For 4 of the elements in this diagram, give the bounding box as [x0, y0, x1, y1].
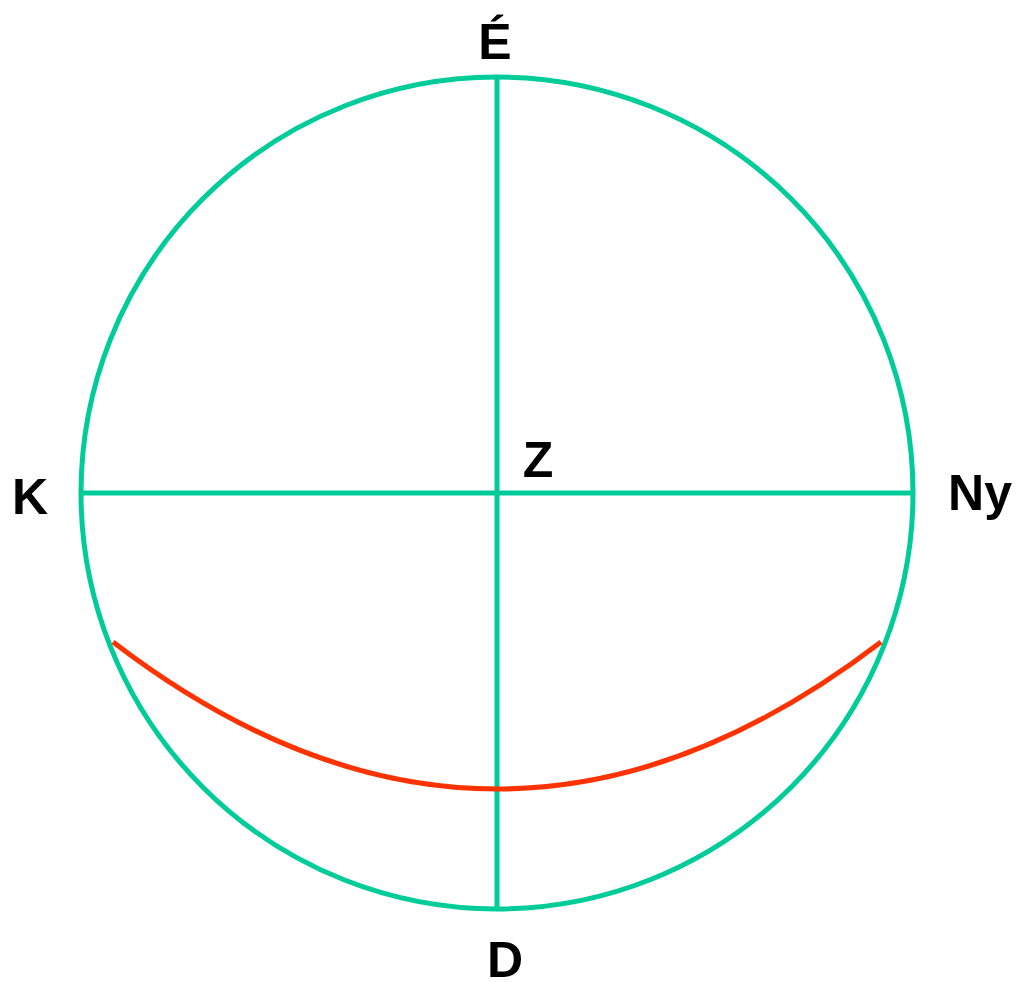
point-label: Z	[522, 435, 554, 485]
point-label: K	[11, 472, 49, 522]
point-label: Ny	[948, 468, 1012, 518]
point-label: D	[486, 935, 524, 982]
